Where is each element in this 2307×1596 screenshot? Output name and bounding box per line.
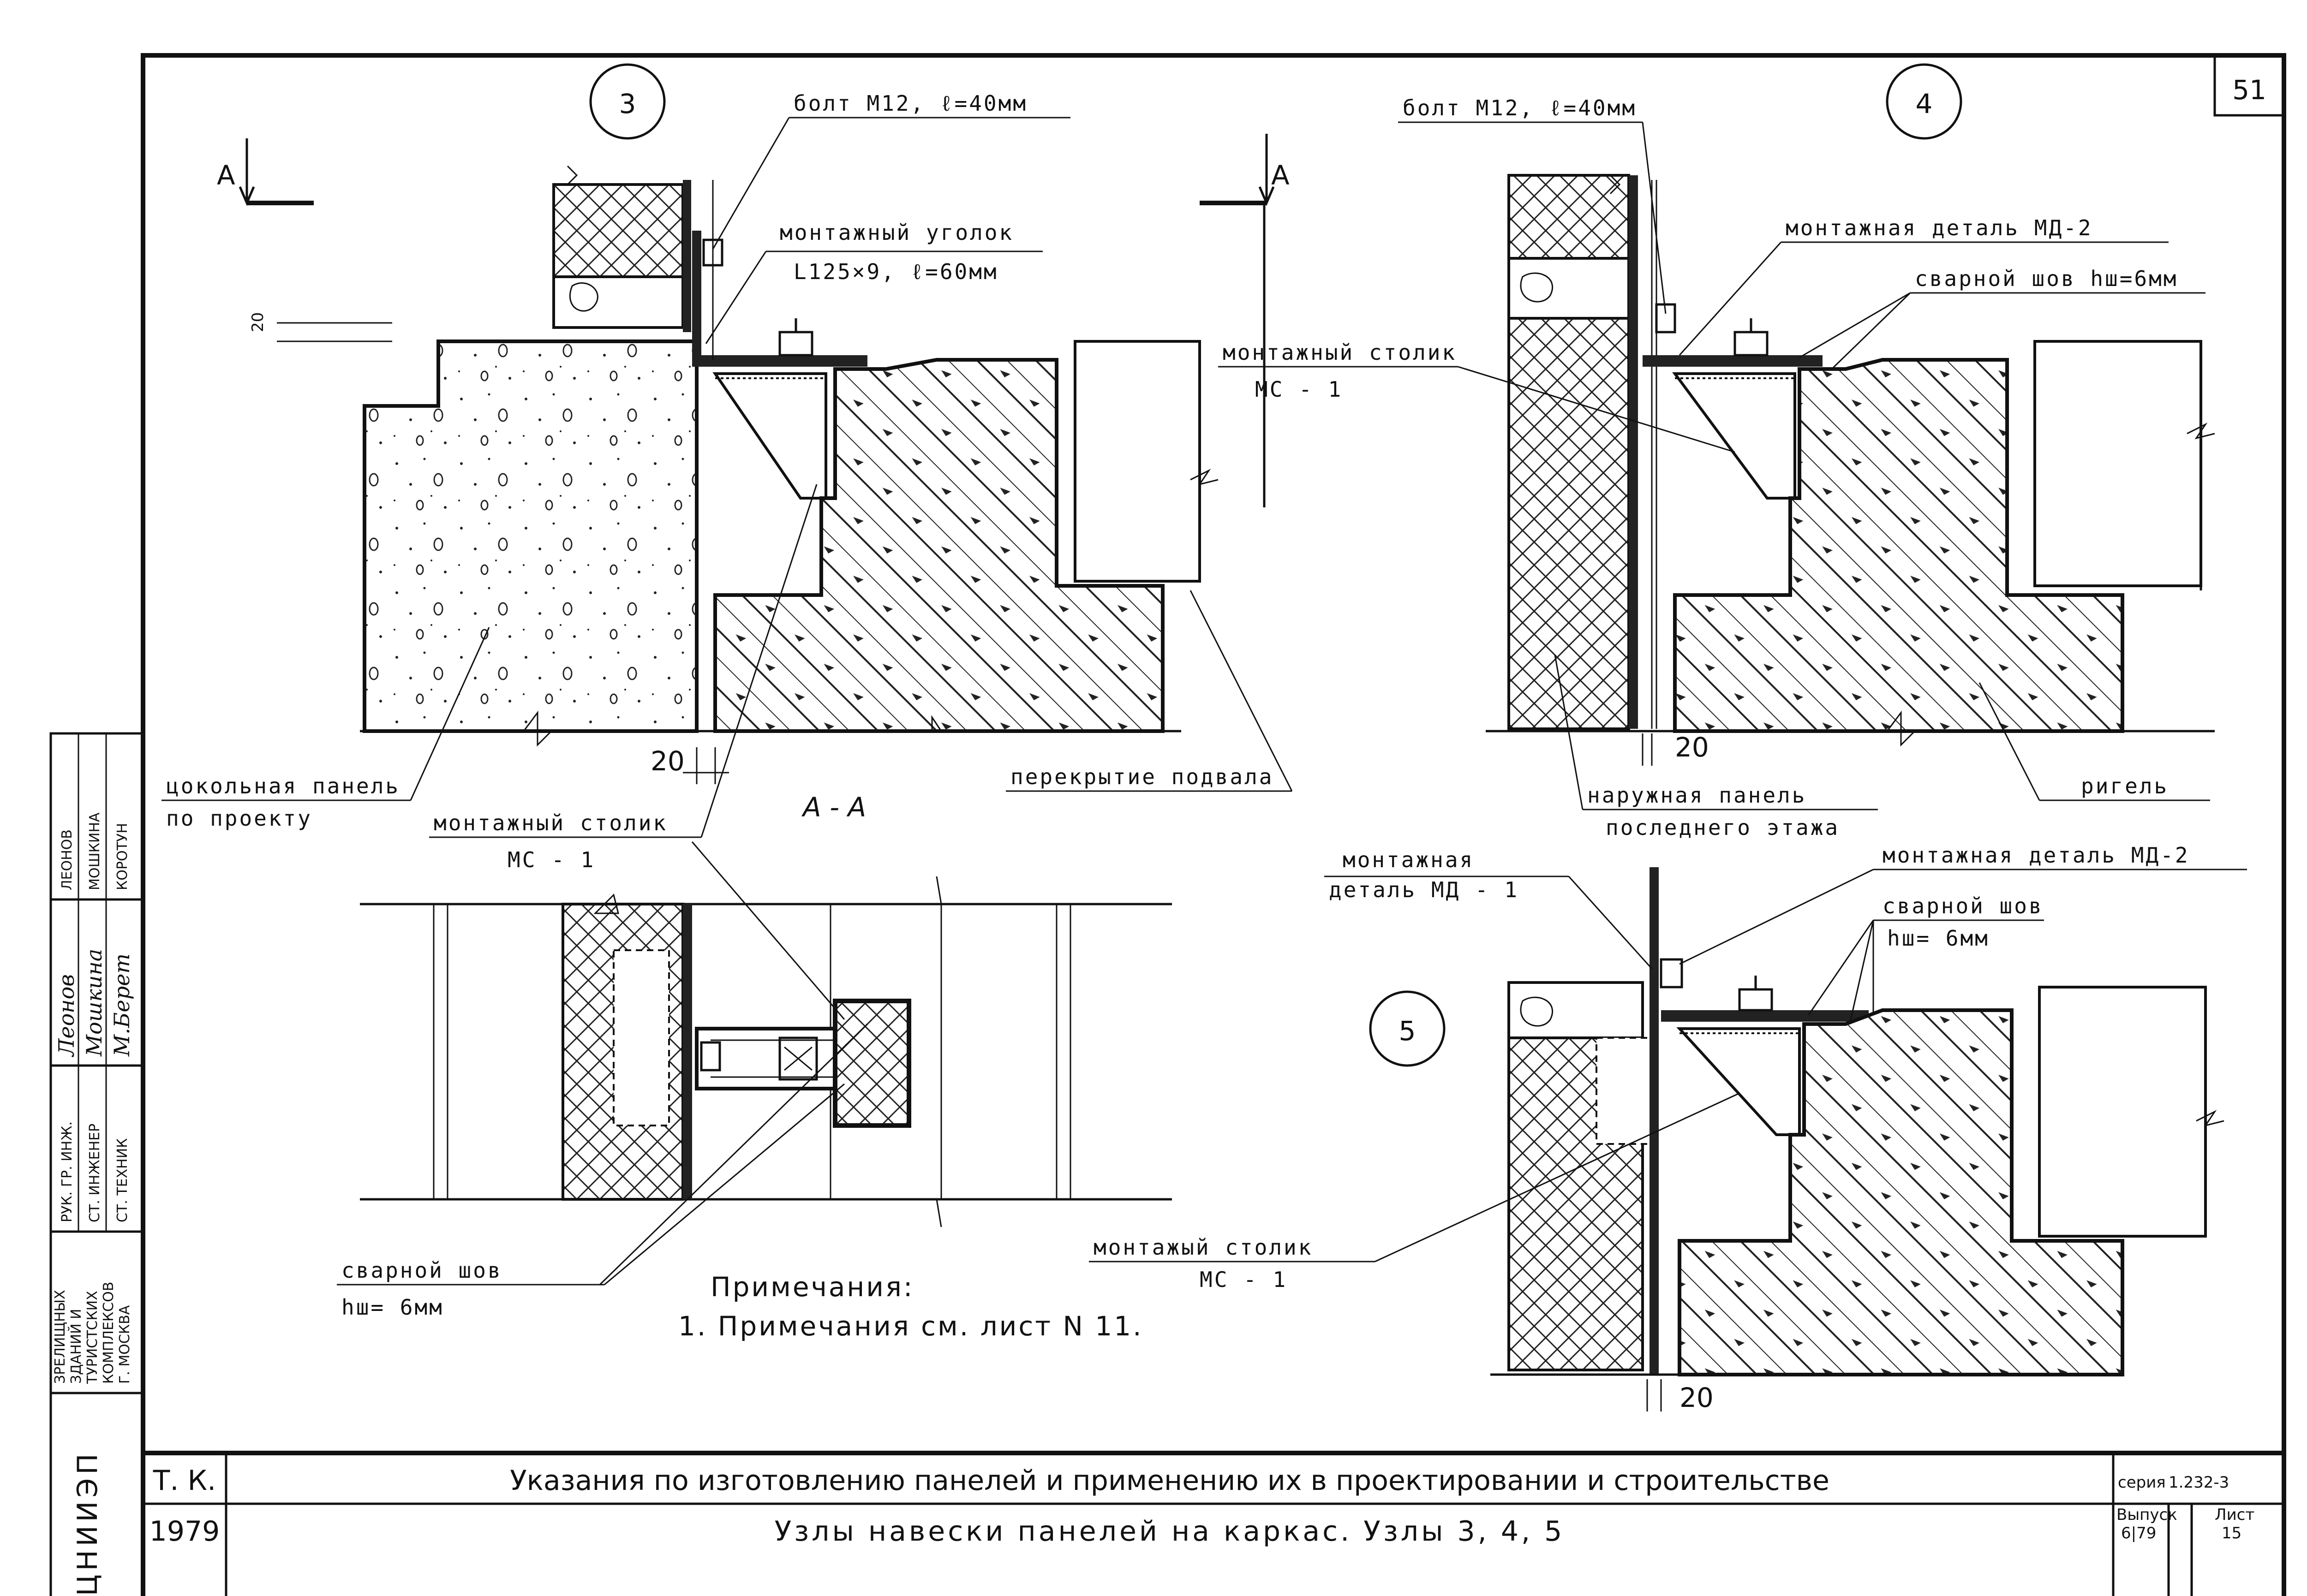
- notes-title: Примечания:: [711, 1271, 914, 1303]
- mounting-table-5: [1676, 1027, 1801, 1136]
- svg-text:М.Берет: М.Берет: [109, 953, 134, 1057]
- section-mark-right: А: [1200, 134, 1290, 206]
- issue-label: Выпуск: [2116, 1506, 2177, 1524]
- node-5: 5 20 монтажная деталь МД - 1 монтажная д…: [1089, 843, 2247, 1413]
- svg-text:КОМПЛЕКСОВ: КОМПЛЕКСОВ: [101, 1282, 117, 1384]
- svg-text:ЗРЕЛИЩНЫХ: ЗРЕЛИЩНЫХ: [52, 1290, 68, 1384]
- dim-20-top: 20: [249, 312, 392, 342]
- node-3-number: 3: [619, 88, 636, 119]
- dim-20-node5: 20: [1646, 1379, 1714, 1413]
- upper-panel-insulation: [552, 183, 684, 278]
- label-weld-4: сварной шов hш=6мм: [1915, 266, 2178, 291]
- svg-text:МОШКИНА: МОШКИНА: [87, 812, 103, 890]
- svg-text:Леонов: Леонов: [54, 974, 79, 1057]
- label-md2-4: монтажная деталь МД-2: [1786, 215, 2093, 240]
- node-4: 4 20 болт М12, ℓ=40мм монтажная: [1218, 63, 2215, 840]
- label-table-3b: МС - 1: [508, 847, 595, 872]
- series-label: серия: [2118, 1473, 2166, 1492]
- label-angle-a: монтажный уголок: [780, 220, 1014, 245]
- dim-20-node4: 20: [1642, 732, 1709, 766]
- label-weld-aa-b: hш= 6мм: [341, 1295, 444, 1320]
- section-a-a: А - А сварной шов hш= 6мм Примечания: 1.…: [337, 792, 1172, 1342]
- dim-20-node3: 20: [651, 745, 729, 784]
- label-table-3a: монтажный столик: [434, 810, 668, 835]
- label-md1-a: монтажная: [1343, 847, 1474, 872]
- label-md2-5: монтажная деталь МД-2: [1883, 843, 2190, 868]
- label-table-5a: монтажый столик: [1094, 1235, 1313, 1260]
- section-label: А - А: [801, 792, 866, 823]
- node-3: 3 А А: [161, 63, 1293, 872]
- node-4-number: 4: [1916, 88, 1933, 119]
- label-socle-b: по проекту: [166, 806, 312, 831]
- sheet-value: 15: [2222, 1524, 2241, 1542]
- series-value: 1.232-3: [2169, 1473, 2229, 1492]
- label-weld-5a: сварной шов: [1883, 893, 2044, 918]
- svg-text:20: 20: [651, 745, 685, 777]
- title-sub: Узлы навески панелей на каркас. Узлы 3, …: [775, 1515, 1565, 1548]
- svg-text:Г. МОСКВА: Г. МОСКВА: [117, 1305, 133, 1384]
- label-table-4a: монтажный столик: [1223, 340, 1457, 365]
- svg-text:20: 20: [1679, 1382, 1714, 1413]
- approval-stamp: ЦНИИЭП ЗРЕЛИЩНЫХ ЗДАНИЙ И ТУРИСТСКИХ КОМ…: [49, 732, 144, 1596]
- label-table-4b: МС - 1: [1255, 377, 1343, 402]
- label-outer-a: наружная панель: [1587, 783, 1806, 808]
- label-outer-b: последнего этажа: [1606, 815, 1840, 840]
- svg-text:СТ. ТЕХНИК: СТ. ТЕХНИК: [114, 1138, 131, 1222]
- svg-text:РУК. ГР. ИНЖ.: РУК. ГР. ИНЖ.: [59, 1121, 75, 1222]
- svg-text:20: 20: [249, 312, 267, 332]
- tk-label: Т. К.: [153, 1465, 216, 1497]
- title-block: Т. К. 1979 Указания по изготовлению пане…: [143, 1451, 2284, 1596]
- stamp-org: ЦНИИЭП: [72, 1450, 104, 1596]
- year: 1979: [149, 1515, 220, 1548]
- label-bolt-3: болт М12, ℓ=40мм: [794, 91, 1028, 116]
- socle-panel: [363, 339, 699, 733]
- label-weld-aa-a: сварной шов: [341, 1258, 502, 1283]
- node-5-marker: [1369, 990, 1446, 1067]
- label-socle-a: цокольная панель: [166, 774, 400, 798]
- node-5-number: 5: [1399, 1015, 1416, 1047]
- label-table-5b: МС - 1: [1200, 1267, 1287, 1292]
- label-angle-b: L125×9, ℓ=60мм: [794, 259, 998, 284]
- node-4-marker: [1886, 63, 1962, 140]
- svg-text:А: А: [1271, 160, 1290, 191]
- md1-plate: [1650, 867, 1659, 1375]
- title-main: Указания по изготовлению панелей и приме…: [510, 1465, 1829, 1497]
- label-girder: ригель: [2081, 774, 2169, 798]
- svg-text:ЛЕОНОВ: ЛЕОНОВ: [59, 829, 75, 890]
- label-slab: перекрытие подвала: [1010, 764, 1274, 789]
- label-weld-5b: hш= 6мм: [1887, 926, 1990, 951]
- svg-text:ЗДАНИЙ И: ЗДАНИЙ И: [68, 1309, 84, 1384]
- notes-item-1: 1. Примечания см. лист N 11.: [678, 1310, 1143, 1342]
- sheet-number-box: [2213, 54, 2285, 117]
- mounting-table-4: [1672, 372, 1796, 500]
- svg-text:20: 20: [1675, 732, 1709, 763]
- sheet-label: Лист: [2215, 1506, 2254, 1524]
- issue-value: 6|79: [2121, 1524, 2156, 1542]
- label-md1-b: деталь МД - 1: [1329, 877, 1519, 902]
- label-bolt-4: болт М12, ℓ=40мм: [1403, 95, 1637, 120]
- svg-text:ТУРИСТСКИХ: ТУРИСТСКИХ: [84, 1291, 101, 1384]
- sheet-number: 51: [2232, 74, 2266, 106]
- node-3-marker: [589, 63, 666, 140]
- svg-text:КОРОТУН: КОРОТУН: [114, 823, 131, 890]
- svg-text:Мошкина: Мошкина: [82, 949, 107, 1057]
- svg-text:А: А: [217, 160, 235, 191]
- mounting-table-3: [712, 372, 827, 500]
- svg-text:СТ. ИНЖЕНЕР: СТ. ИНЖЕНЕР: [87, 1124, 103, 1222]
- section-mark-left: А: [217, 138, 314, 206]
